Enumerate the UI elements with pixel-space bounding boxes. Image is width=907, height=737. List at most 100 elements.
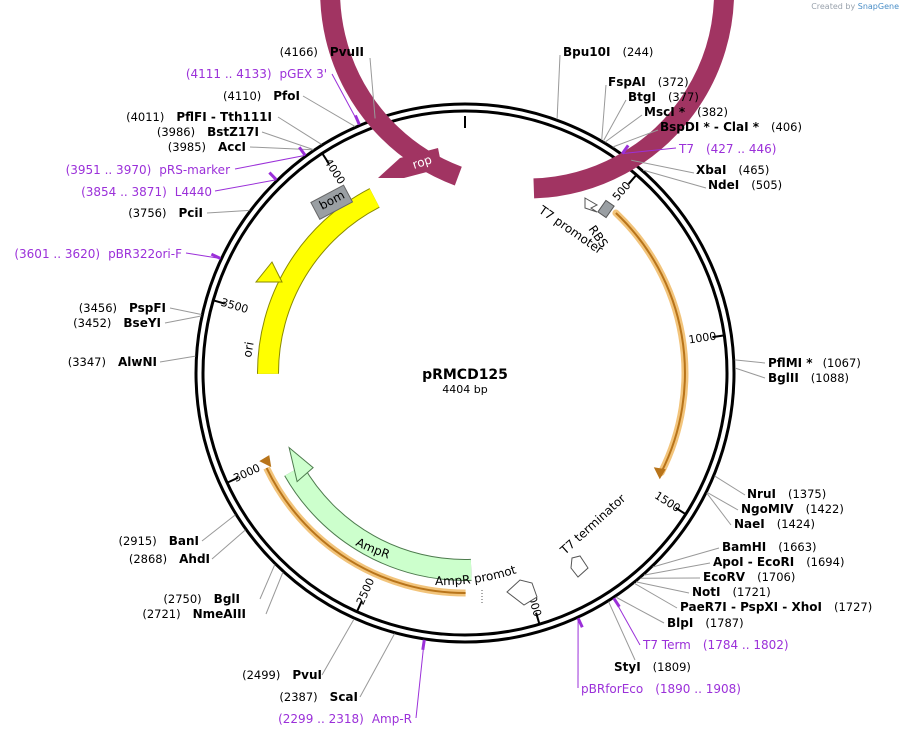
site-name: NgoMIV (741, 502, 794, 516)
tick-mark (356, 600, 363, 613)
site-leader (302, 95, 356, 127)
site-name: BanI (169, 534, 199, 548)
site-label-ahdi: (2868) AhdI (129, 552, 210, 566)
site-label-fspai: FspAI(372) (608, 75, 689, 89)
site-leader (259, 564, 276, 600)
ori-head (254, 261, 283, 283)
site-pos: (1424) (777, 517, 815, 531)
primer-range: (2299 .. 2318) (278, 712, 364, 726)
site-name: PciI (179, 206, 204, 220)
site-label-paer7i-pspxi-xhoi: PaeR7I - PspXI - XhoI(1727) (680, 600, 872, 614)
site-label-bgli: (2750)BglI (163, 592, 240, 606)
site-pos: (1706) (757, 570, 795, 584)
site-label-bspdi-clai: BspDI * - ClaI * (406) (660, 120, 802, 134)
snapgene-brand: SnapGene (857, 2, 899, 11)
site-label-msci: MscI *(382) (644, 105, 728, 119)
site-pos: (1067) (823, 356, 861, 370)
orf-band-1 (612, 209, 689, 476)
site-label-bstz17i: (3986)BstZ17I (157, 125, 259, 139)
site-name: BseYI (123, 316, 161, 330)
primer-mark (210, 252, 222, 260)
primer-mark (298, 146, 307, 157)
tick-label: 1500 (652, 489, 683, 515)
tick-mark (321, 152, 330, 164)
site-name: NaeI (734, 517, 765, 531)
site-label-pcii: (3756)PciI (128, 206, 203, 220)
site-label-pflfi-tth111i: (4011)PflFI - Tth111I (126, 110, 272, 124)
site-name: BstZ17I (207, 125, 259, 139)
site-label-noti: NotI(1721) (692, 585, 771, 599)
site-label-nrui: NruI(1375) (747, 487, 826, 501)
site-leader (369, 57, 376, 119)
rbs-box (597, 199, 615, 219)
site-name: BglII (768, 371, 799, 385)
tick-mark (213, 299, 226, 305)
site-label-ecorv: EcoRV(1706) (703, 570, 795, 584)
site-pos: (4110) (223, 89, 261, 103)
site-leader (201, 514, 236, 542)
primer-range: (4111 .. 4133) (186, 67, 272, 81)
site-pos: (2387) (279, 690, 317, 704)
ampr-head (288, 446, 314, 483)
site-leader (734, 359, 766, 364)
backbone-inner (201, 109, 729, 637)
site-pos: (2750) (163, 592, 201, 606)
site-name: AlwNI (118, 355, 157, 369)
site-pos: (465) (738, 163, 769, 177)
site-leader (615, 596, 665, 624)
site-label-bani: (2915)BanI (118, 534, 199, 548)
site-leader (556, 54, 561, 120)
site-name: PspFI (129, 301, 166, 315)
site-leader (635, 581, 690, 594)
site-name: AhdI (179, 552, 210, 566)
primer-name: pBRforEco (581, 682, 643, 696)
site-name: PflMI * (768, 356, 813, 370)
site-pos: (1809) (653, 660, 691, 674)
primer-mark (612, 597, 621, 608)
site-leader (642, 169, 707, 189)
site-leader (164, 315, 202, 324)
site-name: PvuII (330, 45, 364, 59)
site-label-ndei: NdeI(505) (708, 178, 782, 192)
primer-mark (621, 144, 630, 155)
site-leaders (159, 54, 766, 719)
site-leader (706, 492, 732, 526)
primer-leader (234, 154, 306, 170)
primer-leader (622, 147, 677, 155)
site-label-bglii: BglII (1088) (768, 371, 849, 385)
site-leader (601, 84, 607, 141)
tick-mark (535, 612, 541, 625)
site-name: BamHI (722, 540, 766, 554)
snapgene-credit: Created by SnapGene (811, 2, 899, 11)
primer-name: pGEX 3' (280, 67, 327, 81)
primer-label-prs-marker: (3951 .. 3970)pRS-marker (66, 163, 230, 177)
ori-label: ori (240, 341, 256, 359)
site-pos: (2868) (129, 552, 167, 566)
site-pos: (1088) (811, 371, 849, 385)
primer-range: (1784 .. 1802) (703, 638, 789, 652)
site-label-pvui: (2499)PvuI (242, 668, 322, 682)
tick-label: 3500 (219, 296, 250, 316)
primer-mark (576, 617, 584, 628)
site-pos: (3452) (73, 316, 111, 330)
site-name: PflFI - Tth111I (176, 110, 272, 124)
site-leader (634, 582, 678, 609)
site-leader (206, 209, 250, 214)
site-pos: (2499) (242, 668, 280, 682)
primer-name: T7 Term (642, 638, 691, 652)
site-pos: (3985) (168, 140, 206, 154)
site-name: PaeR7I - PspXI - XhoI (680, 600, 822, 614)
site-name: BtgI (628, 90, 656, 104)
site-leader (602, 99, 627, 142)
site-label-bseyi: (3452) BseYI (73, 316, 161, 330)
site-pos: (406) (771, 120, 802, 134)
site-name: AccI (218, 140, 246, 154)
site-leader (706, 491, 739, 511)
credit-prefix: Created by (811, 2, 856, 11)
rop-arrow (378, 148, 442, 178)
rop-body-shadow (320, 0, 734, 199)
site-name: BspDI * - ClaI * (660, 120, 760, 134)
site-label-apoi-ecori: ApoI - EcoRI(1694) (713, 555, 844, 569)
site-pos: (1694) (806, 555, 844, 569)
primer-range: (427 .. 446) (706, 142, 776, 156)
